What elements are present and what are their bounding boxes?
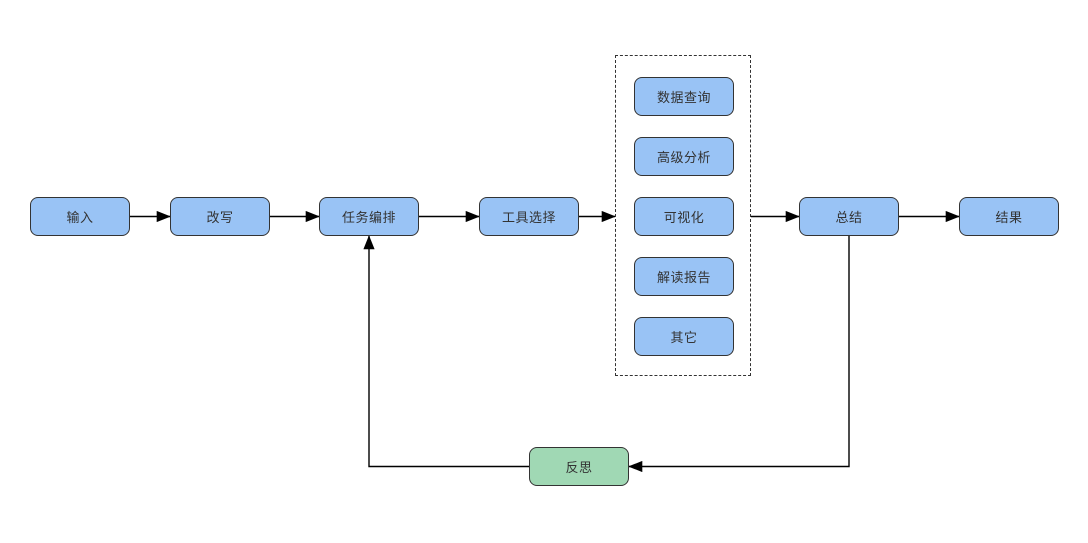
node-tool-visualization-label: 可视化 [663, 210, 705, 225]
node-task-orchestration: 任务编排 [319, 197, 419, 236]
node-result-label: 结果 [995, 210, 1023, 225]
node-task-orchestration-label: 任务编排 [341, 210, 396, 225]
node-summary: 总结 [799, 197, 899, 236]
node-input: 输入 [30, 197, 130, 236]
node-rewrite: 改写 [170, 197, 270, 236]
edge-reflection-to-orchestration [363, 235, 529, 468]
node-tool-selection-label: 工具选择 [501, 210, 556, 225]
node-tool-data-query: 数据查询 [634, 77, 734, 116]
node-tool-other: 其它 [634, 317, 734, 356]
node-summary-label: 总结 [835, 210, 863, 225]
node-tool-visualization: 可视化 [634, 197, 734, 236]
node-tool-report-interpretation: 解读报告 [634, 257, 734, 296]
node-rewrite-label: 改写 [206, 210, 234, 225]
node-tool-advanced-analysis-label: 高级分析 [656, 150, 711, 165]
node-tool-selection: 工具选择 [479, 197, 579, 236]
node-tool-advanced-analysis: 高级分析 [634, 137, 734, 176]
tool-options-group [615, 55, 751, 376]
node-tool-data-query-label: 数据查询 [656, 90, 711, 105]
node-tool-report-interpretation-label: 解读报告 [656, 270, 711, 285]
node-reflection-label: 反思 [565, 460, 593, 475]
node-reflection: 反思 [529, 447, 629, 486]
node-input-label: 输入 [66, 210, 94, 225]
node-result: 结果 [959, 197, 1059, 236]
node-tool-other-label: 其它 [670, 330, 698, 345]
